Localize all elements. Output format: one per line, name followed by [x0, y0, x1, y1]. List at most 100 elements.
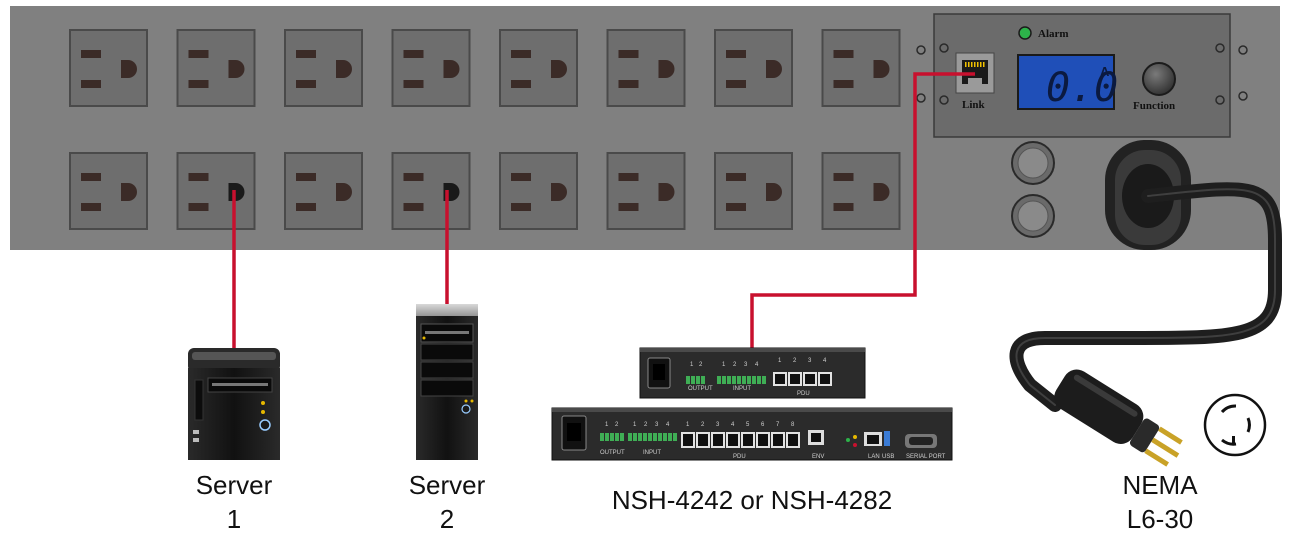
port-number: 4 — [666, 422, 670, 428]
outlet-11 — [284, 152, 363, 230]
port-number: 2 — [644, 422, 648, 428]
port-number: 8 — [791, 422, 795, 428]
terminal-pin[interactable] — [648, 433, 652, 441]
large-pdu-ports — [681, 432, 800, 448]
display-value: 0.0 — [1046, 65, 1118, 111]
outlet-2 — [176, 29, 256, 107]
port-number: 7 — [776, 422, 780, 428]
function-button[interactable] — [1142, 62, 1176, 96]
outlet-13 — [499, 152, 578, 230]
terminal-pin[interactable] — [628, 433, 632, 441]
terminal-pin[interactable] — [673, 433, 677, 441]
port-number: 4 — [755, 362, 759, 368]
outlet-6 — [606, 29, 686, 107]
port-number: 2 — [699, 362, 703, 368]
rj45-port[interactable] — [696, 432, 710, 448]
breaker-buttons — [1011, 141, 1055, 238]
controller-caption: NSH-4242 or NSH-4282 — [612, 485, 892, 515]
small-output-label: OUTPUT — [688, 386, 713, 392]
terminal-pin[interactable] — [615, 433, 619, 441]
terminal-pin[interactable] — [696, 376, 700, 384]
terminal-pin[interactable] — [762, 376, 766, 384]
terminal-pin[interactable] — [727, 376, 731, 384]
outlet-15 — [714, 152, 793, 230]
rj45-port[interactable] — [681, 432, 695, 448]
large-pdu-label: PDU — [733, 454, 746, 460]
port-number: 6 — [761, 422, 765, 428]
terminal-pin[interactable] — [686, 376, 690, 384]
terminal-pin[interactable] — [668, 433, 672, 441]
port-number: 3 — [655, 422, 659, 428]
rj45-port[interactable] — [788, 372, 802, 386]
port-number: 3 — [716, 422, 720, 428]
small-pdu-label: PDU — [797, 391, 810, 397]
outlet-12 — [391, 152, 471, 230]
rj45-port[interactable] — [803, 372, 817, 386]
link-label: Link — [962, 99, 986, 111]
rj45-port[interactable] — [741, 432, 755, 448]
terminal-pin[interactable] — [620, 433, 624, 441]
plug-label-line2: L6-30 — [1127, 504, 1194, 534]
large-env-label: ENV — [812, 454, 824, 460]
terminal-pin[interactable] — [605, 433, 609, 441]
terminal-pin[interactable] — [747, 376, 751, 384]
rj45-port[interactable] — [756, 432, 770, 448]
rj45-port[interactable] — [726, 432, 740, 448]
controller-large-unit: OUTPUT INPUT PDU ENV LAN USB SERIAL PORT… — [551, 407, 953, 515]
server-2-label-line2: 2 — [440, 504, 454, 534]
outlet-1 — [69, 29, 148, 107]
alarm-label: Alarm — [1038, 28, 1069, 40]
outlet-14 — [606, 152, 686, 230]
port-number: 1 — [633, 422, 637, 428]
outlet-3 — [284, 29, 363, 107]
cable-link-to-controller — [750, 72, 975, 348]
terminal-pin[interactable] — [742, 376, 746, 384]
red-cables — [232, 72, 975, 348]
rj45-port[interactable] — [786, 432, 800, 448]
port-number: 2 — [701, 422, 705, 428]
terminal-pin[interactable] — [701, 376, 705, 384]
terminal-pin[interactable] — [653, 433, 657, 441]
port-number: 1 — [722, 362, 726, 368]
outlet-9 — [69, 152, 148, 230]
large-input-label: INPUT — [643, 450, 661, 456]
outlet-5 — [499, 29, 578, 107]
pdu-chassis: Alarm Link 0.0 A Function — [10, 6, 1280, 250]
port-number: 1 — [686, 422, 690, 428]
large-usb-label: USB — [882, 454, 894, 460]
port-number: 3 — [744, 362, 748, 368]
terminal-pin[interactable] — [737, 376, 741, 384]
terminal-pin[interactable] — [663, 433, 667, 441]
terminal-pin[interactable] — [658, 433, 662, 441]
terminal-pin[interactable] — [722, 376, 726, 384]
terminal-pin[interactable] — [643, 433, 647, 441]
terminal-pin[interactable] — [717, 376, 721, 384]
outlet-grid — [69, 29, 901, 230]
large-serial-label: SERIAL PORT — [906, 454, 946, 460]
control-module: Alarm Link 0.0 A Function — [916, 13, 1248, 138]
terminal-pin[interactable] — [600, 433, 604, 441]
usb-port[interactable] — [884, 431, 890, 446]
terminal-pin[interactable] — [732, 376, 736, 384]
rj45-port[interactable] — [711, 432, 725, 448]
port-number: 1 — [605, 422, 609, 428]
power-button-icon — [461, 404, 471, 414]
port-number: 5 — [746, 422, 750, 428]
rj45-port[interactable] — [771, 432, 785, 448]
terminal-pin[interactable] — [610, 433, 614, 441]
outlet-4 — [391, 29, 471, 107]
rj45-port[interactable] — [818, 372, 832, 386]
terminal-pin[interactable] — [757, 376, 761, 384]
terminal-pin[interactable] — [752, 376, 756, 384]
terminal-pin[interactable] — [638, 433, 642, 441]
port-number: 4 — [731, 422, 735, 428]
server-1-label-line1: Server — [196, 470, 273, 500]
outlet-16 — [821, 152, 901, 230]
terminal-pin[interactable] — [633, 433, 637, 441]
port-number: 1 — [690, 362, 694, 368]
terminal-pin[interactable] — [691, 376, 695, 384]
alarm-led-icon — [1018, 26, 1032, 40]
rj45-port[interactable] — [773, 372, 787, 386]
